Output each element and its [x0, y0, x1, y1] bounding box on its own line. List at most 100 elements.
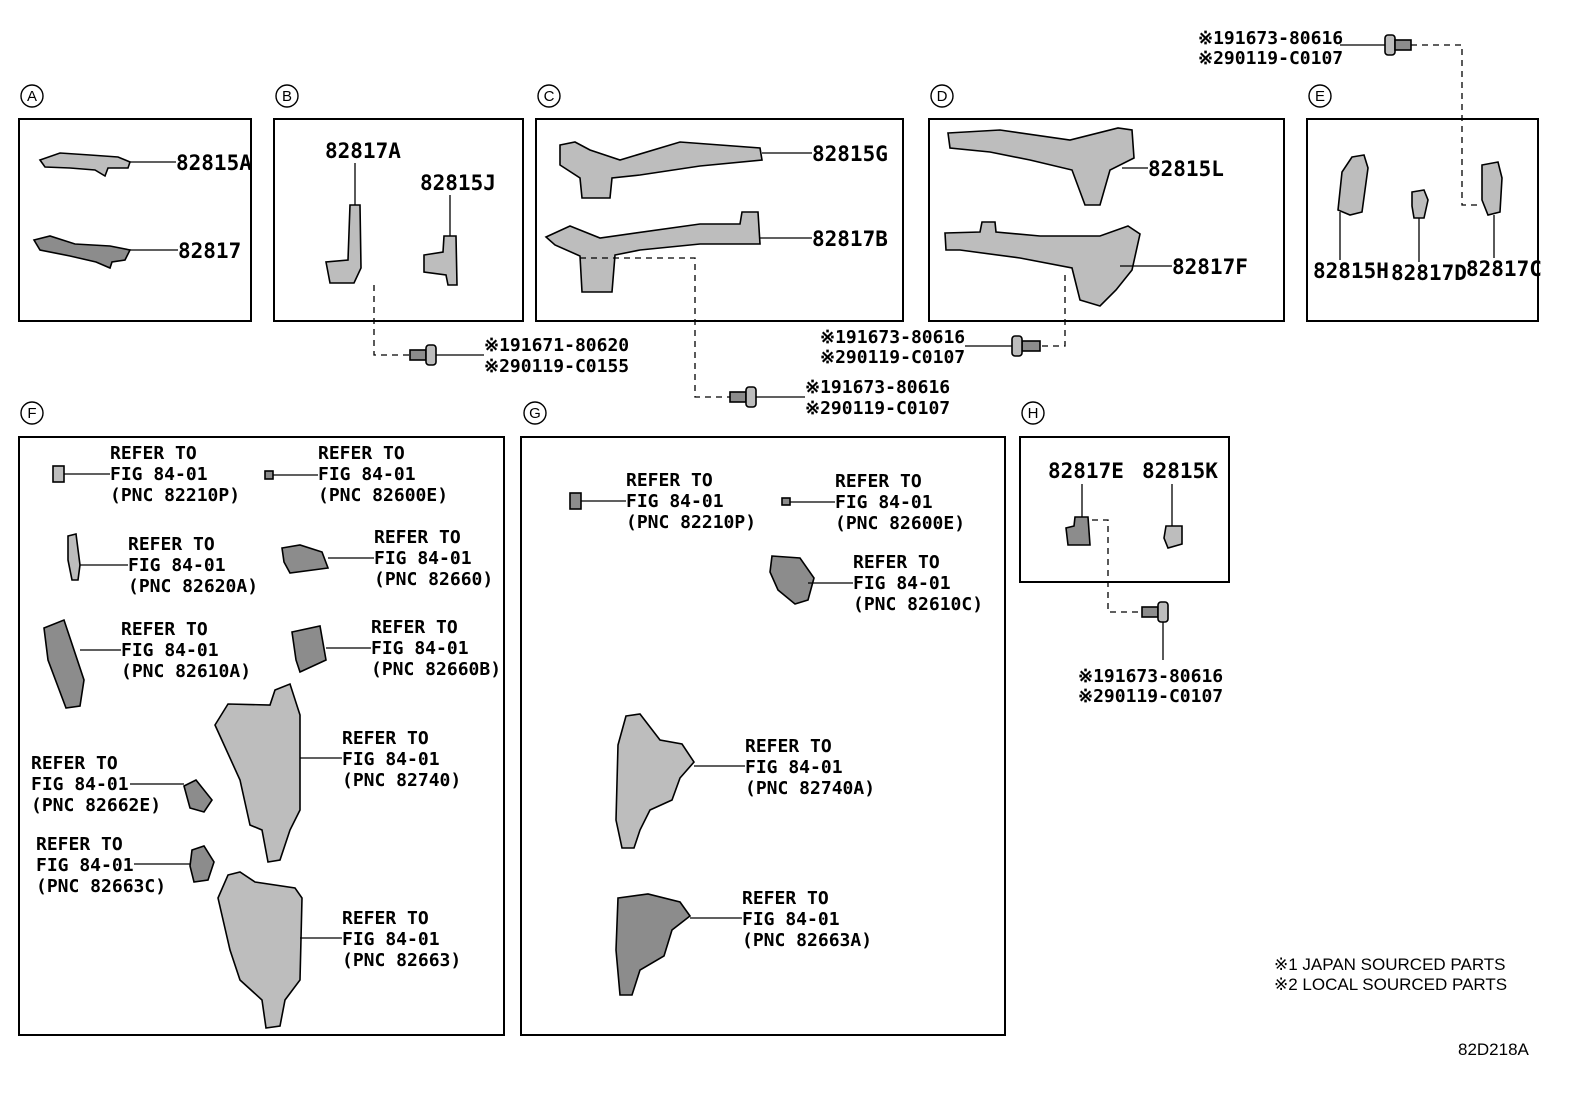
part-g3-shape — [769, 555, 815, 605]
refer-f1-line3: (PNC 82210P) — [110, 485, 240, 506]
refer-g3-line2: FIG 84-01 — [853, 573, 951, 594]
section-letter-f: F — [20, 401, 44, 425]
svg-text:F: F — [27, 405, 36, 422]
section-letter-h: H — [1021, 401, 1045, 425]
section-g-box — [520, 436, 1006, 1036]
part-label-82815j: 82815J — [420, 171, 496, 195]
fastener-top-line2: ※290119-C0107 — [1198, 48, 1343, 69]
part-f8-shape — [183, 778, 213, 813]
bolt-icon — [1141, 601, 1169, 623]
part-label-82815k: 82815K — [1142, 459, 1218, 483]
fastener-b-line1: ※191671-80620 — [484, 335, 629, 356]
section-letter-a: A — [20, 84, 44, 108]
svg-text:A: A — [27, 88, 37, 105]
refer-g2-line2: FIG 84-01 — [835, 492, 933, 513]
refer-f8-line2: FIG 84-01 — [31, 774, 129, 795]
refer-f3-line3: (PNC 82620A) — [128, 576, 258, 597]
refer-g5-line3: (PNC 82663A) — [742, 930, 872, 951]
refer-f9-line2: FIG 84-01 — [36, 855, 134, 876]
part-82815h-shape — [1337, 154, 1369, 216]
part-82817-shape — [32, 235, 132, 270]
refer-f6-line3: (PNC 82660B) — [371, 659, 501, 680]
refer-f2-line2: FIG 84-01 — [318, 464, 416, 485]
fastener-h-line1: ※191673-80616 — [1078, 666, 1223, 687]
part-82815l-shape — [947, 127, 1135, 206]
bolt-icon — [1384, 34, 1412, 56]
refer-f5-line3: (PNC 82610A) — [121, 661, 251, 682]
fastener-d-line1: ※191673-80616 — [820, 327, 965, 348]
refer-f8-line1: REFER TO — [31, 753, 118, 774]
refer-f5-line1: REFER TO — [121, 619, 208, 640]
part-f10-shape — [217, 871, 303, 1029]
part-label-82817a: 82817A — [325, 139, 401, 163]
note-local-sourced: ※2 LOCAL SOURCED PARTS — [1274, 975, 1507, 994]
section-letter-c: C — [537, 84, 561, 108]
refer-g4-line1: REFER TO — [745, 736, 832, 757]
refer-f2-line1: REFER TO — [318, 443, 405, 464]
part-label-82817d: 82817D — [1391, 261, 1467, 285]
refer-f7-line2: FIG 84-01 — [342, 749, 440, 770]
part-label-82815h: 82815H — [1313, 259, 1389, 283]
refer-g4-line2: FIG 84-01 — [745, 757, 843, 778]
refer-g4-line3: (PNC 82740A) — [745, 778, 875, 799]
part-f5-shape — [43, 618, 85, 709]
section-d-box — [928, 118, 1285, 322]
refer-g1-line3: (PNC 82210P) — [626, 512, 756, 533]
refer-g2-line3: (PNC 82600E) — [835, 513, 965, 534]
refer-f1-line1: REFER TO — [110, 443, 197, 464]
refer-f3-line2: FIG 84-01 — [128, 555, 226, 576]
part-82817b-shape — [544, 211, 761, 293]
refer-g5-line1: REFER TO — [742, 888, 829, 909]
refer-f3-line1: REFER TO — [128, 534, 215, 555]
part-f1-shape — [52, 465, 65, 483]
bolt-icon — [729, 386, 757, 408]
svg-text:G: G — [529, 405, 541, 422]
section-h-box — [1019, 436, 1230, 583]
fastener-h-line2: ※290119-C0107 — [1078, 686, 1223, 707]
part-label-82817: 82817 — [178, 239, 241, 263]
part-82817d-shape — [1411, 189, 1429, 219]
refer-g1-line1: REFER TO — [626, 470, 713, 491]
refer-f2-line3: (PNC 82600E) — [318, 485, 448, 506]
note-japan-sourced: ※1 JAPAN SOURCED PARTS — [1274, 955, 1506, 974]
refer-f1-line2: FIG 84-01 — [110, 464, 208, 485]
refer-g1-line2: FIG 84-01 — [626, 491, 724, 512]
refer-f9-line3: (PNC 82663C) — [36, 876, 166, 897]
part-82815j-shape — [423, 235, 458, 286]
diagram-id: 82D218A — [1458, 1040, 1530, 1059]
fastener-b-line2: ※290119-C0155 — [484, 356, 629, 377]
part-f7-shape — [214, 682, 301, 863]
part-label-82817b: 82817B — [812, 227, 888, 251]
section-a-box — [18, 118, 252, 322]
part-f4-shape — [281, 544, 330, 574]
refer-f8-line3: (PNC 82662E) — [31, 795, 161, 816]
fastener-d-line2: ※290119-C0107 — [820, 347, 965, 368]
section-b-box — [273, 118, 524, 322]
refer-f7-line3: (PNC 82740) — [342, 770, 461, 791]
bolt-icon — [1011, 335, 1041, 357]
svg-text:E: E — [1315, 88, 1325, 105]
section-letter-d: D — [930, 84, 954, 108]
refer-f4-line2: FIG 84-01 — [374, 548, 472, 569]
refer-f4-line3: (PNC 82660) — [374, 569, 493, 590]
svg-text:H: H — [1028, 405, 1039, 422]
part-82817e-shape — [1065, 516, 1091, 546]
part-g5-shape — [615, 893, 692, 996]
refer-f6-line2: FIG 84-01 — [371, 638, 469, 659]
svg-text:C: C — [544, 88, 555, 105]
part-f6-shape — [291, 625, 327, 674]
refer-f10-line3: (PNC 82663) — [342, 950, 461, 971]
bolt-icon — [409, 344, 437, 366]
part-f9-shape — [189, 845, 215, 883]
part-g1-shape — [569, 492, 582, 510]
section-letter-b: B — [275, 84, 299, 108]
section-letter-e: E — [1308, 84, 1332, 108]
part-82817c-shape — [1481, 161, 1503, 216]
refer-g5-line2: FIG 84-01 — [742, 909, 840, 930]
part-label-82815a: 82815A — [176, 151, 252, 175]
part-label-82817c: 82817C — [1466, 257, 1542, 281]
refer-f7-line1: REFER TO — [342, 728, 429, 749]
svg-text:B: B — [282, 88, 292, 105]
fastener-top-line1: ※191673-80616 — [1198, 28, 1343, 49]
part-label-82815g: 82815G — [812, 142, 888, 166]
